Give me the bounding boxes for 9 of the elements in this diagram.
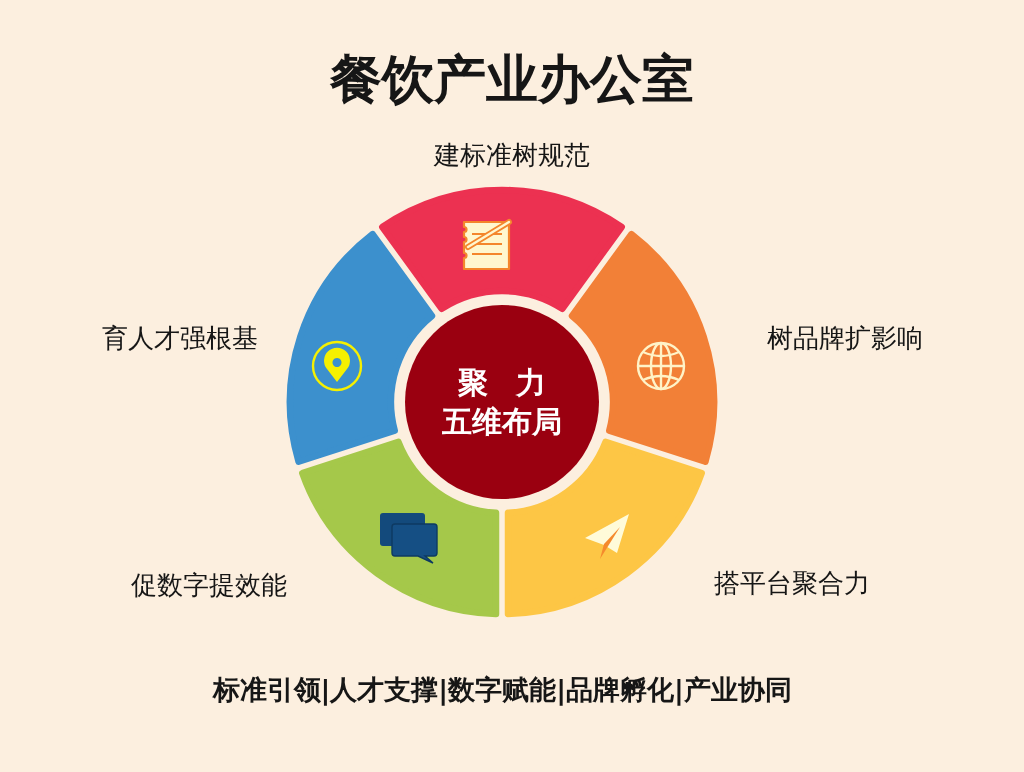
center-heading: 聚 力: [457, 364, 547, 402]
segment-label: 搭平台聚合力: [714, 567, 870, 599]
tagline: 标准引领|人才支撑|数字赋能|品牌孵化|产业协同: [212, 674, 792, 707]
segment-label: 树品牌扩影响: [767, 322, 923, 354]
segment-label: 建标准树规范: [434, 139, 590, 171]
title: 餐饮产业办公室: [330, 49, 694, 109]
segment-label: 促数字提效能: [131, 569, 287, 601]
segment-label: 育人才强根基: [102, 322, 258, 354]
center-subheading: 五维布局: [442, 403, 562, 441]
